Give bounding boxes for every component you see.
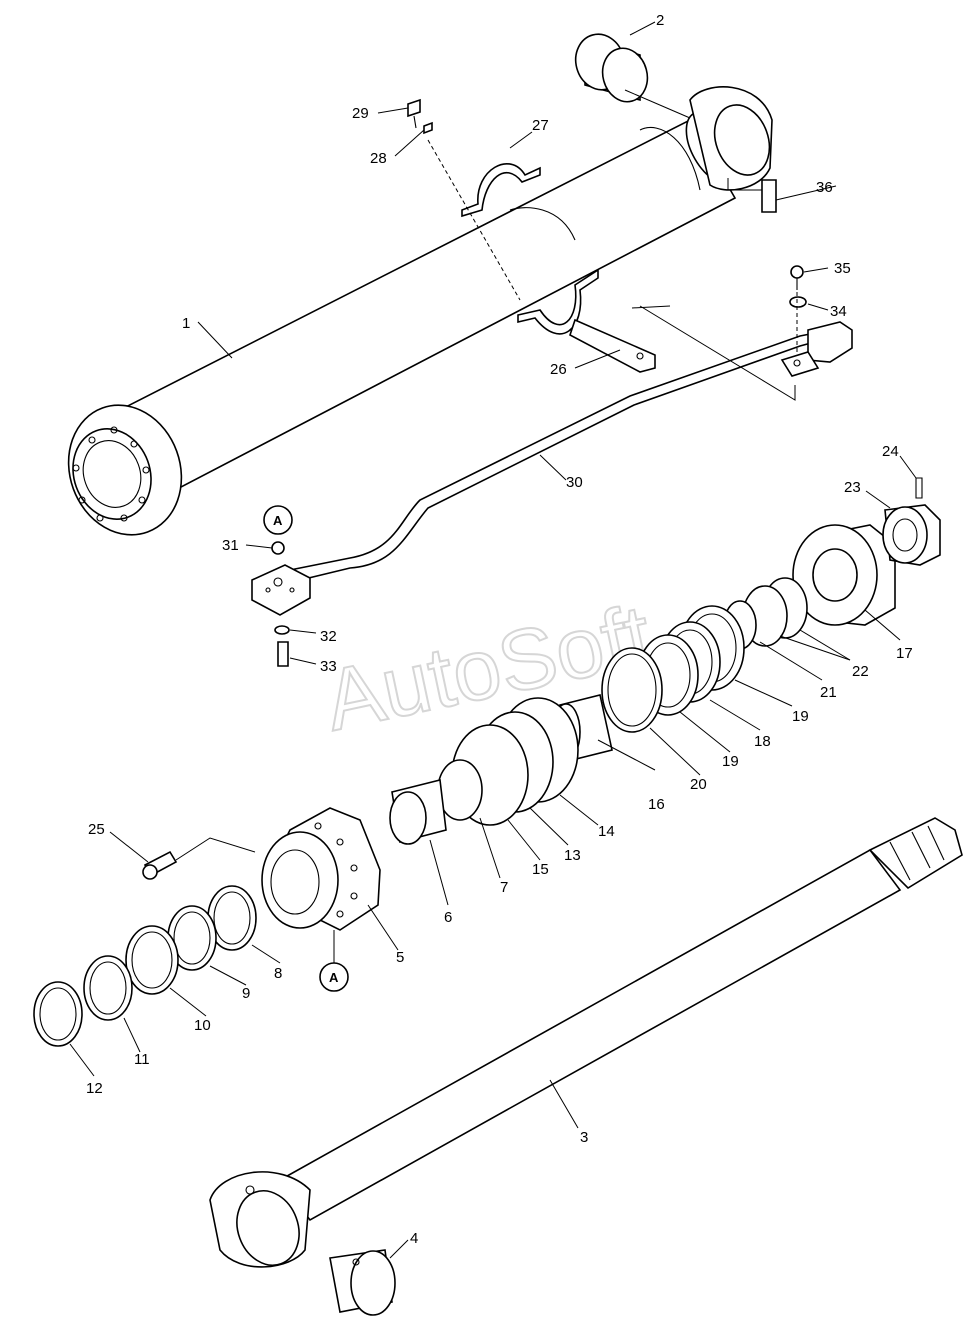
label-33: 33 <box>320 658 337 675</box>
bolt-36 <box>761 179 777 213</box>
wiper-12 <box>33 981 83 1047</box>
label-16: 16 <box>648 796 665 813</box>
label-19-lower: 19 <box>722 753 739 770</box>
label-17: 17 <box>896 645 913 662</box>
label-10: 10 <box>194 1017 211 1034</box>
bolt-29 <box>407 98 421 129</box>
label-23: 23 <box>844 479 861 496</box>
rod-gland-5 <box>261 807 381 931</box>
label-5: 5 <box>396 949 404 966</box>
label-15: 15 <box>532 861 549 878</box>
label-20: 20 <box>690 776 707 793</box>
bushing-6 <box>389 779 447 845</box>
label-19-upper: 19 <box>792 708 809 725</box>
svg-text:A: A <box>329 970 339 985</box>
pipe-flange-block <box>251 564 311 616</box>
washer-34 <box>789 296 807 308</box>
flange-bolt-holes <box>72 426 150 522</box>
label-3: 3 <box>580 1129 588 1146</box>
bolt-25 <box>142 850 178 880</box>
label-21: 21 <box>820 684 837 701</box>
label-25: 25 <box>88 821 105 838</box>
label-18: 18 <box>754 733 771 750</box>
label-34: 34 <box>830 303 847 320</box>
ring-7 <box>437 759 483 821</box>
pipe-clamp <box>461 163 541 218</box>
label-24: 24 <box>882 443 899 460</box>
svg-text:A: A <box>273 513 283 528</box>
hydraulic-pipe <box>289 321 853 583</box>
piston-rod <box>209 817 963 1268</box>
washer-32 <box>274 625 290 635</box>
cylinder-tube <box>67 86 773 536</box>
label-31: 31 <box>222 537 239 554</box>
bushing-top <box>574 33 649 103</box>
ring-11 <box>83 955 133 1021</box>
label-12: 12 <box>86 1080 103 1097</box>
label-1: 1 <box>182 315 190 332</box>
label-30: 30 <box>566 474 583 491</box>
seal-20 <box>601 647 663 733</box>
label-7: 7 <box>500 879 508 896</box>
label-28: 28 <box>370 150 387 167</box>
clamp-bracket <box>517 268 656 373</box>
label-26: 26 <box>550 361 567 378</box>
label-6: 6 <box>444 909 452 926</box>
washer-28 <box>423 121 433 135</box>
label-4: 4 <box>410 1230 418 1247</box>
label-2: 2 <box>656 12 664 29</box>
bolt-33 <box>277 641 289 667</box>
label-35: 35 <box>834 260 851 277</box>
leader-lines <box>69 21 917 1259</box>
bushing-4 <box>329 1249 396 1316</box>
label-22: 22 <box>852 663 869 680</box>
label-8: 8 <box>274 965 282 982</box>
o-ring-31 <box>271 541 285 555</box>
label-36: 36 <box>816 179 833 196</box>
label-32: 32 <box>320 628 337 645</box>
piston-17 <box>792 524 896 626</box>
callout-a-top: A <box>263 505 293 535</box>
label-27: 27 <box>532 117 549 134</box>
label-13: 13 <box>564 847 581 864</box>
nut-23 <box>882 504 941 566</box>
bolt-35 <box>790 265 804 290</box>
part-number-labels: 2 29 28 27 36 35 34 1 26 30 24 23 31 32 … <box>86 12 913 1247</box>
seal-10 <box>125 925 179 995</box>
label-29: 29 <box>352 105 369 122</box>
label-11: 11 <box>134 1051 150 1068</box>
label-9: 9 <box>242 985 250 1002</box>
label-14: 14 <box>598 823 615 840</box>
callout-a-bottom: A <box>319 962 349 992</box>
set-screw-24 <box>915 477 923 499</box>
